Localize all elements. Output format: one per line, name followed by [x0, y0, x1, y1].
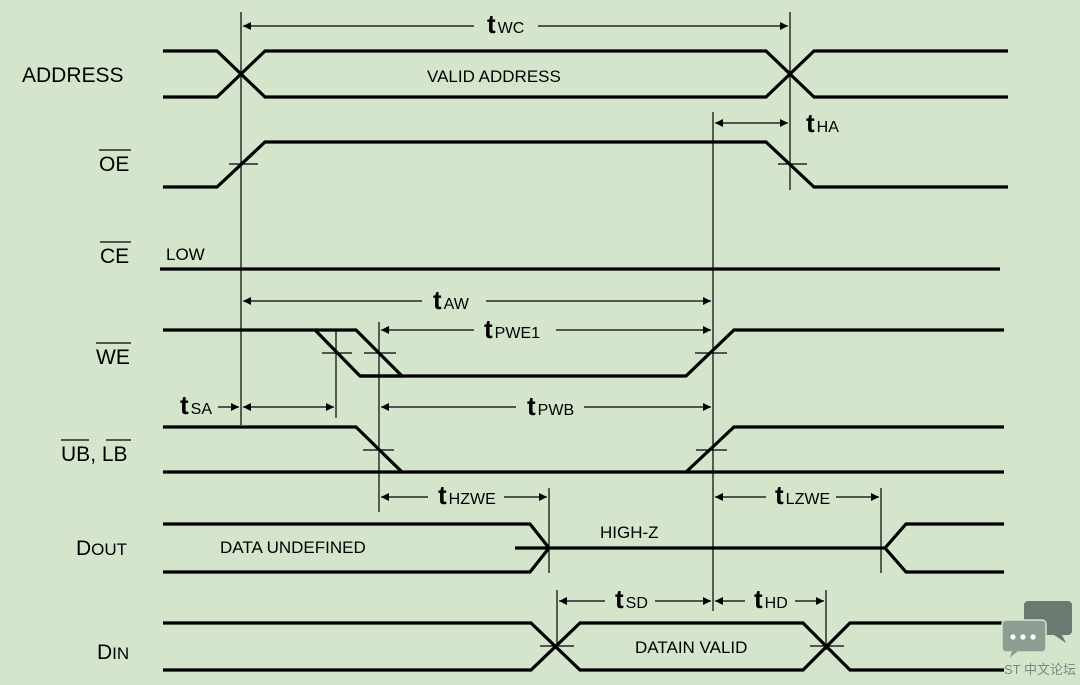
waveform-we: [163, 328, 1004, 378]
label-valid-address: VALID ADDRESS: [427, 67, 561, 86]
signal-label-oe-text: OE: [99, 153, 129, 176]
signal-label-sep: ,: [90, 443, 102, 466]
label-high-z: HIGH-Z: [600, 523, 659, 542]
label-data-undefined: DATA UNDEFINED: [220, 538, 366, 557]
signal-label-din-rest: IN: [112, 644, 129, 663]
waveform-oe: [163, 140, 1008, 189]
watermark: ST 中文论坛: [1001, 601, 1076, 677]
signal-label-ce: CE: [100, 241, 131, 268]
label-datain-valid: DATAIN VALID: [635, 638, 747, 657]
waveform-din: [163, 621, 1004, 672]
label-low: LOW: [166, 245, 205, 264]
signal-label-dout: DOUT: [76, 537, 127, 560]
chat-bubbles-icon: [1001, 601, 1072, 663]
signal-label-we: WE: [96, 342, 131, 369]
signal-label-din-d: D: [97, 641, 112, 664]
signal-label-oe: OE: [99, 149, 131, 176]
signal-label-din: DIN: [97, 641, 129, 664]
watermark-text: ST 中文论坛: [1004, 662, 1076, 677]
signal-label-ub-lb: UB, LB: [61, 439, 131, 466]
signal-label-ub: UB: [61, 443, 90, 466]
signal-label-ce-text: CE: [100, 245, 129, 268]
signal-label-dout-d: D: [76, 537, 91, 560]
signal-label-we-text: WE: [96, 346, 130, 369]
signal-label-lb: LB: [102, 443, 128, 466]
signal-label-address: ADDRESS: [22, 64, 124, 87]
signal-label-dout-rest: OUT: [91, 540, 127, 559]
waveform-dout: [163, 522, 1004, 574]
signal-label-ub-lb-text: UB, LB: [61, 443, 128, 466]
waveform-ub-lb: [163, 425, 1004, 474]
waveform-address: [163, 49, 1008, 99]
